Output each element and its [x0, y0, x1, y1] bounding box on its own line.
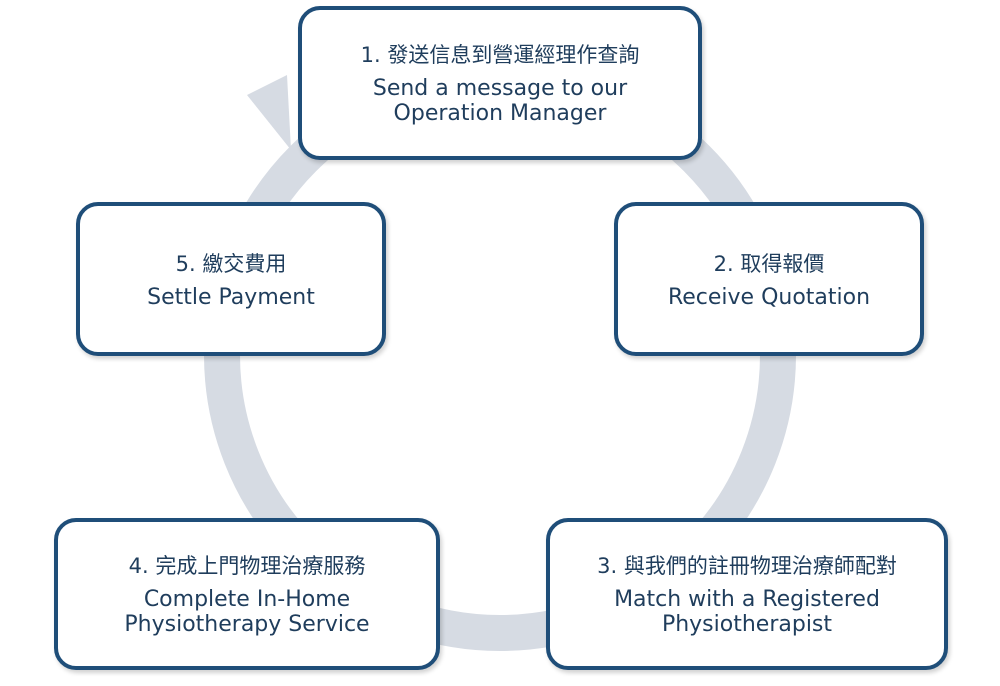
- step-2-chinese-label: 2. 取得報價: [713, 251, 825, 276]
- step-4-english-label: Complete In-Home Physiotherapy Service: [124, 587, 370, 637]
- step-1-box[interactable]: 1. 發送信息到營運經理作查詢 Send a message to our Op…: [298, 6, 702, 160]
- step-4-box[interactable]: 4. 完成上門物理治療服務 Complete In-Home Physiothe…: [54, 518, 440, 670]
- step-4-chinese-label: 4. 完成上門物理治療服務: [128, 554, 366, 578]
- step-1-chinese-label: 1. 發送信息到營運經理作查詢: [360, 43, 640, 67]
- step-2-english-label: Receive Quotation: [667, 284, 871, 310]
- step-3-box[interactable]: 3. 與我們的註冊物理治療師配對 Match with a Registered…: [546, 518, 948, 670]
- step-1-english-label: Send a message to our Operation Manager: [372, 76, 628, 126]
- step-3-english-label: Match with a Registered Physiotherapist: [614, 587, 880, 637]
- step-2-box[interactable]: 2. 取得報價 Receive Quotation: [614, 202, 924, 356]
- step-3-chinese-label: 3. 與我們的註冊物理治療師配對: [597, 554, 897, 578]
- step-5-chinese-label: 5. 繳交費用: [175, 251, 287, 276]
- cycle-arrowhead: [247, 75, 291, 150]
- step-5-box[interactable]: 5. 繳交費用 Settle Payment: [76, 202, 386, 356]
- step-5-english-label: Settle Payment: [147, 284, 315, 310]
